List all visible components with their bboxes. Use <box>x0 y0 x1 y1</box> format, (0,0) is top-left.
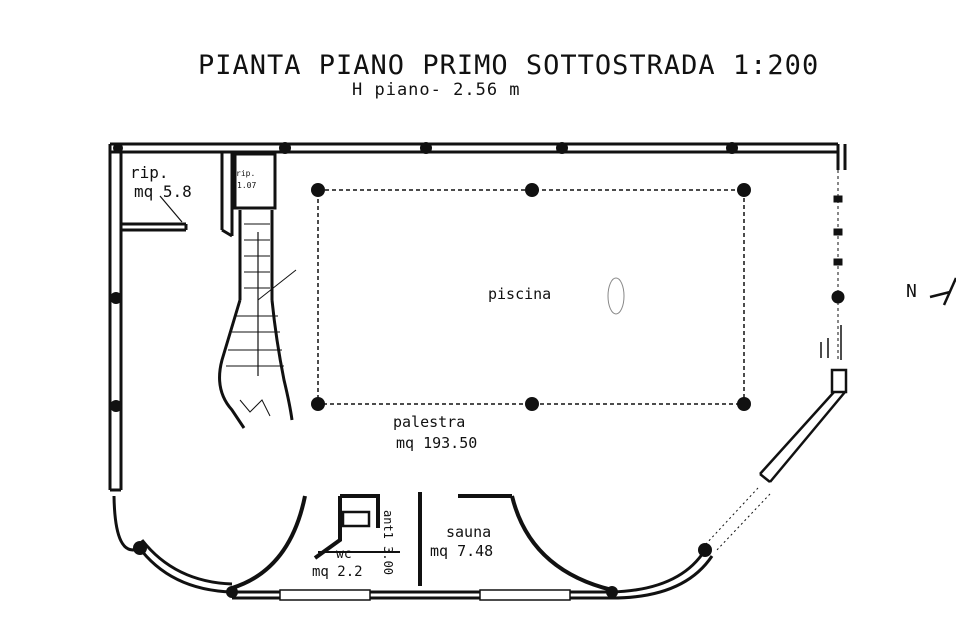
stairwell <box>218 152 297 429</box>
pool-label: piscina <box>488 285 551 303</box>
rip-room-name: rip. <box>130 163 169 182</box>
wc-area: mq 2.2 <box>312 564 363 580</box>
gym-name: palestra <box>393 413 465 431</box>
service-rooms <box>313 492 512 586</box>
pool-columns <box>311 183 751 411</box>
plan-title: PIANTA PIANO PRIMO SOTTOSTRADA 1:200 <box>198 50 820 81</box>
wc-name: wc <box>336 547 352 562</box>
north-label: N <box>906 281 917 302</box>
rip-room-area: mq 5.8 <box>134 182 192 201</box>
plan-subtitle: H piano- 2.56 m <box>352 80 521 100</box>
sauna-area: mq 7.48 <box>430 542 493 560</box>
gym-area: mq 193.50 <box>396 434 477 452</box>
outer-wall <box>108 142 847 492</box>
south-windows <box>279 589 571 601</box>
north-arrow-icon <box>929 277 956 306</box>
diagonal-wall <box>704 368 848 553</box>
small-room-name: rip. <box>236 169 255 178</box>
sauna-name: sauna <box>446 523 491 541</box>
rip-room <box>119 152 234 238</box>
wall-columns <box>110 142 738 598</box>
south-curved-walls <box>112 495 714 600</box>
vertical-label: ant1 3.00 <box>381 510 395 575</box>
east-wall-elements <box>820 170 845 360</box>
small-room-area: 1.07 <box>237 181 256 190</box>
